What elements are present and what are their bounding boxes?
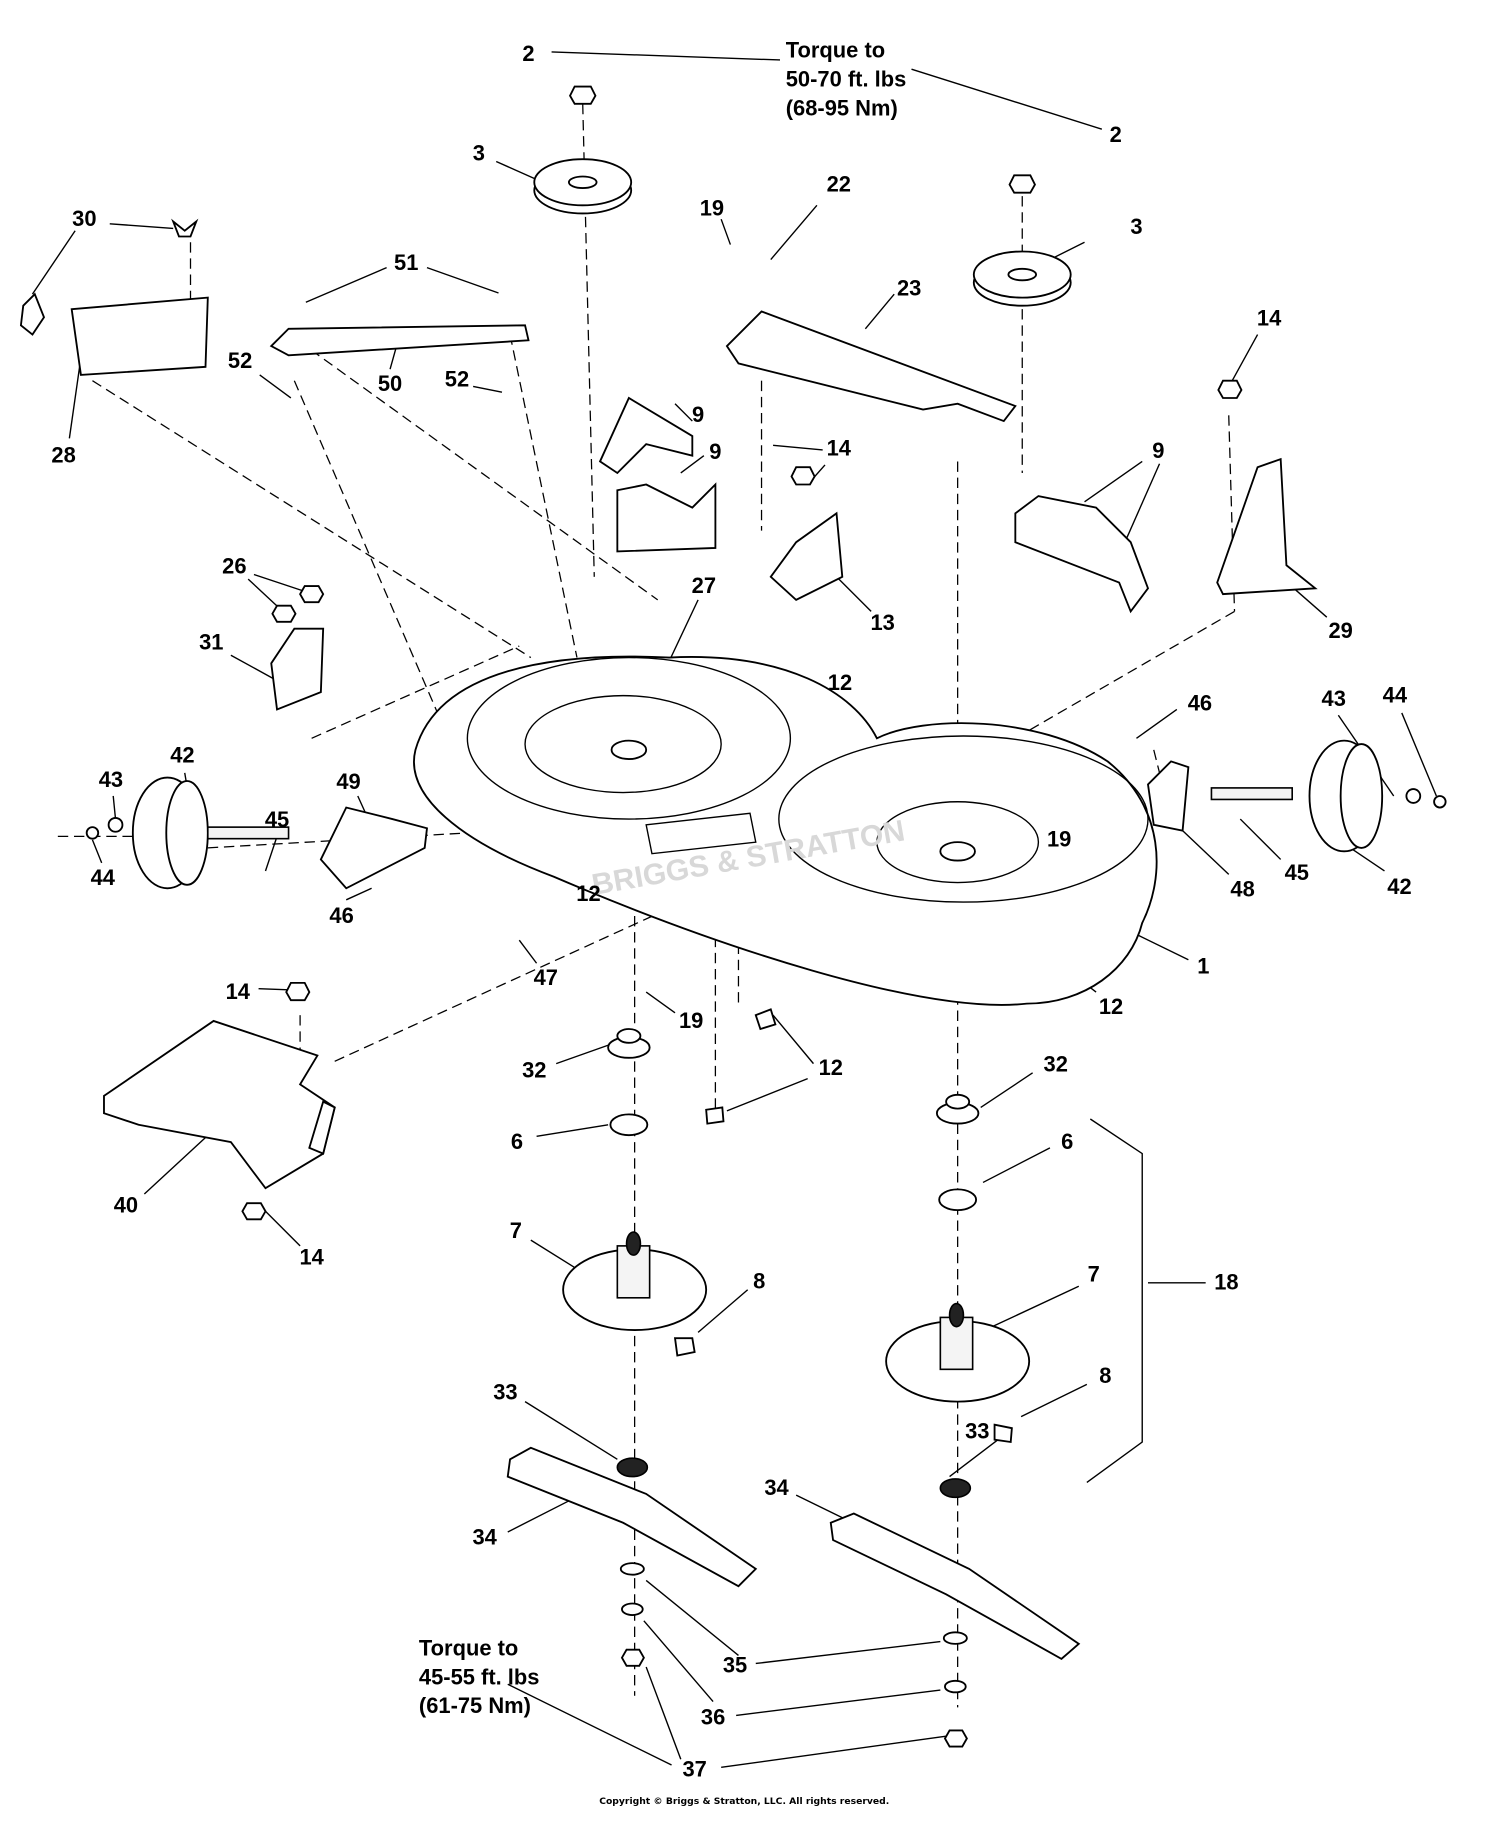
callout: 6 bbox=[511, 1129, 523, 1154]
callout: 27 bbox=[692, 573, 716, 598]
callout: 9 bbox=[709, 439, 721, 464]
callout: 33 bbox=[965, 1419, 989, 1444]
callout: 40 bbox=[114, 1192, 138, 1217]
callout: 35 bbox=[723, 1653, 747, 1678]
svg-text:Torque to: Torque to bbox=[786, 38, 885, 63]
callout: 8 bbox=[1099, 1363, 1111, 1388]
callout: 43 bbox=[1322, 686, 1346, 711]
copyright-notice: Copyright © Briggs & Stratton, LLC. All … bbox=[599, 1796, 889, 1807]
callout: 32 bbox=[522, 1057, 546, 1082]
callout: 28 bbox=[51, 443, 75, 468]
callout: 34 bbox=[764, 1475, 789, 1500]
gauge-wheels bbox=[85, 739, 1447, 890]
callout: 46 bbox=[1188, 691, 1212, 716]
callout: 30 bbox=[72, 206, 96, 231]
torque-note-bottom: Torque to 45-55 ft. lbs (61-75 Nm) bbox=[419, 1635, 540, 1718]
callout: 45 bbox=[1285, 860, 1309, 885]
callout: 49 bbox=[336, 769, 360, 794]
callout: 2 bbox=[522, 41, 534, 66]
callout: 52 bbox=[445, 366, 469, 391]
callout: 12 bbox=[828, 670, 852, 695]
callout: 12 bbox=[576, 881, 600, 906]
svg-text:50-70 ft. lbs: 50-70 ft. lbs bbox=[786, 67, 907, 92]
callout: 29 bbox=[1328, 618, 1352, 643]
callout: 6 bbox=[1061, 1129, 1073, 1154]
callout: 36 bbox=[701, 1705, 725, 1730]
callout: 43 bbox=[99, 767, 123, 792]
callout: 12 bbox=[819, 1055, 843, 1080]
callout: 48 bbox=[1230, 876, 1254, 901]
callout: 23 bbox=[897, 275, 921, 300]
callout: 26 bbox=[222, 553, 246, 578]
callout: 9 bbox=[692, 402, 704, 427]
callout: 19 bbox=[700, 196, 724, 221]
callout: 50 bbox=[378, 371, 402, 396]
callout: 7 bbox=[1088, 1262, 1100, 1287]
mower-deck-housing: BRIGGS & STRATTON bbox=[413, 655, 1158, 1006]
callout: 42 bbox=[1387, 874, 1411, 899]
callout: 14 bbox=[1257, 305, 1282, 330]
callout: 19 bbox=[679, 1008, 703, 1033]
callout: 34 bbox=[472, 1525, 497, 1550]
callout: 13 bbox=[870, 610, 894, 635]
callout: 14 bbox=[226, 979, 251, 1004]
svg-text:(61-75 Nm): (61-75 Nm) bbox=[419, 1693, 531, 1718]
callout: 46 bbox=[329, 903, 353, 928]
callout: 3 bbox=[1130, 214, 1142, 239]
callout: 31 bbox=[199, 629, 223, 654]
spindles-and-blades bbox=[506, 1008, 1081, 1748]
svg-text:(68-95 Nm): (68-95 Nm) bbox=[786, 95, 898, 120]
svg-text:Torque to: Torque to bbox=[419, 1635, 518, 1660]
callout: 44 bbox=[91, 865, 116, 890]
callout: 45 bbox=[265, 807, 289, 832]
pulleys bbox=[241, 85, 1243, 1221]
callout: 52 bbox=[228, 348, 252, 373]
brackets-and-shields bbox=[19, 218, 1318, 1190]
callout: 44 bbox=[1383, 683, 1408, 708]
callout: 8 bbox=[753, 1269, 765, 1294]
svg-text:45-55 ft. lbs: 45-55 ft. lbs bbox=[419, 1664, 540, 1689]
callout: 12 bbox=[1099, 994, 1123, 1019]
callout: 47 bbox=[534, 965, 558, 990]
callout: 18 bbox=[1214, 1270, 1238, 1295]
callout: 3 bbox=[473, 140, 485, 165]
callout: 42 bbox=[170, 743, 194, 768]
callout: 14 bbox=[827, 436, 852, 461]
torque-note-top: Torque to 50-70 ft. lbs (68-95 Nm) bbox=[786, 38, 907, 121]
callout: 19 bbox=[1047, 827, 1071, 852]
callout: 1 bbox=[1197, 954, 1209, 979]
callout: 14 bbox=[299, 1244, 324, 1269]
callout: 51 bbox=[394, 250, 418, 275]
callout: 2 bbox=[1110, 122, 1122, 147]
callout: 37 bbox=[682, 1757, 706, 1782]
callout: 7 bbox=[510, 1218, 522, 1243]
callout: 9 bbox=[1152, 438, 1164, 463]
callout: 22 bbox=[827, 171, 851, 196]
part-callouts: 2 2 3 3 30 51 22 19 23 14 52 50 52 28 9 … bbox=[51, 41, 1411, 1781]
callout: 32 bbox=[1044, 1052, 1068, 1077]
callout: 33 bbox=[493, 1379, 517, 1404]
